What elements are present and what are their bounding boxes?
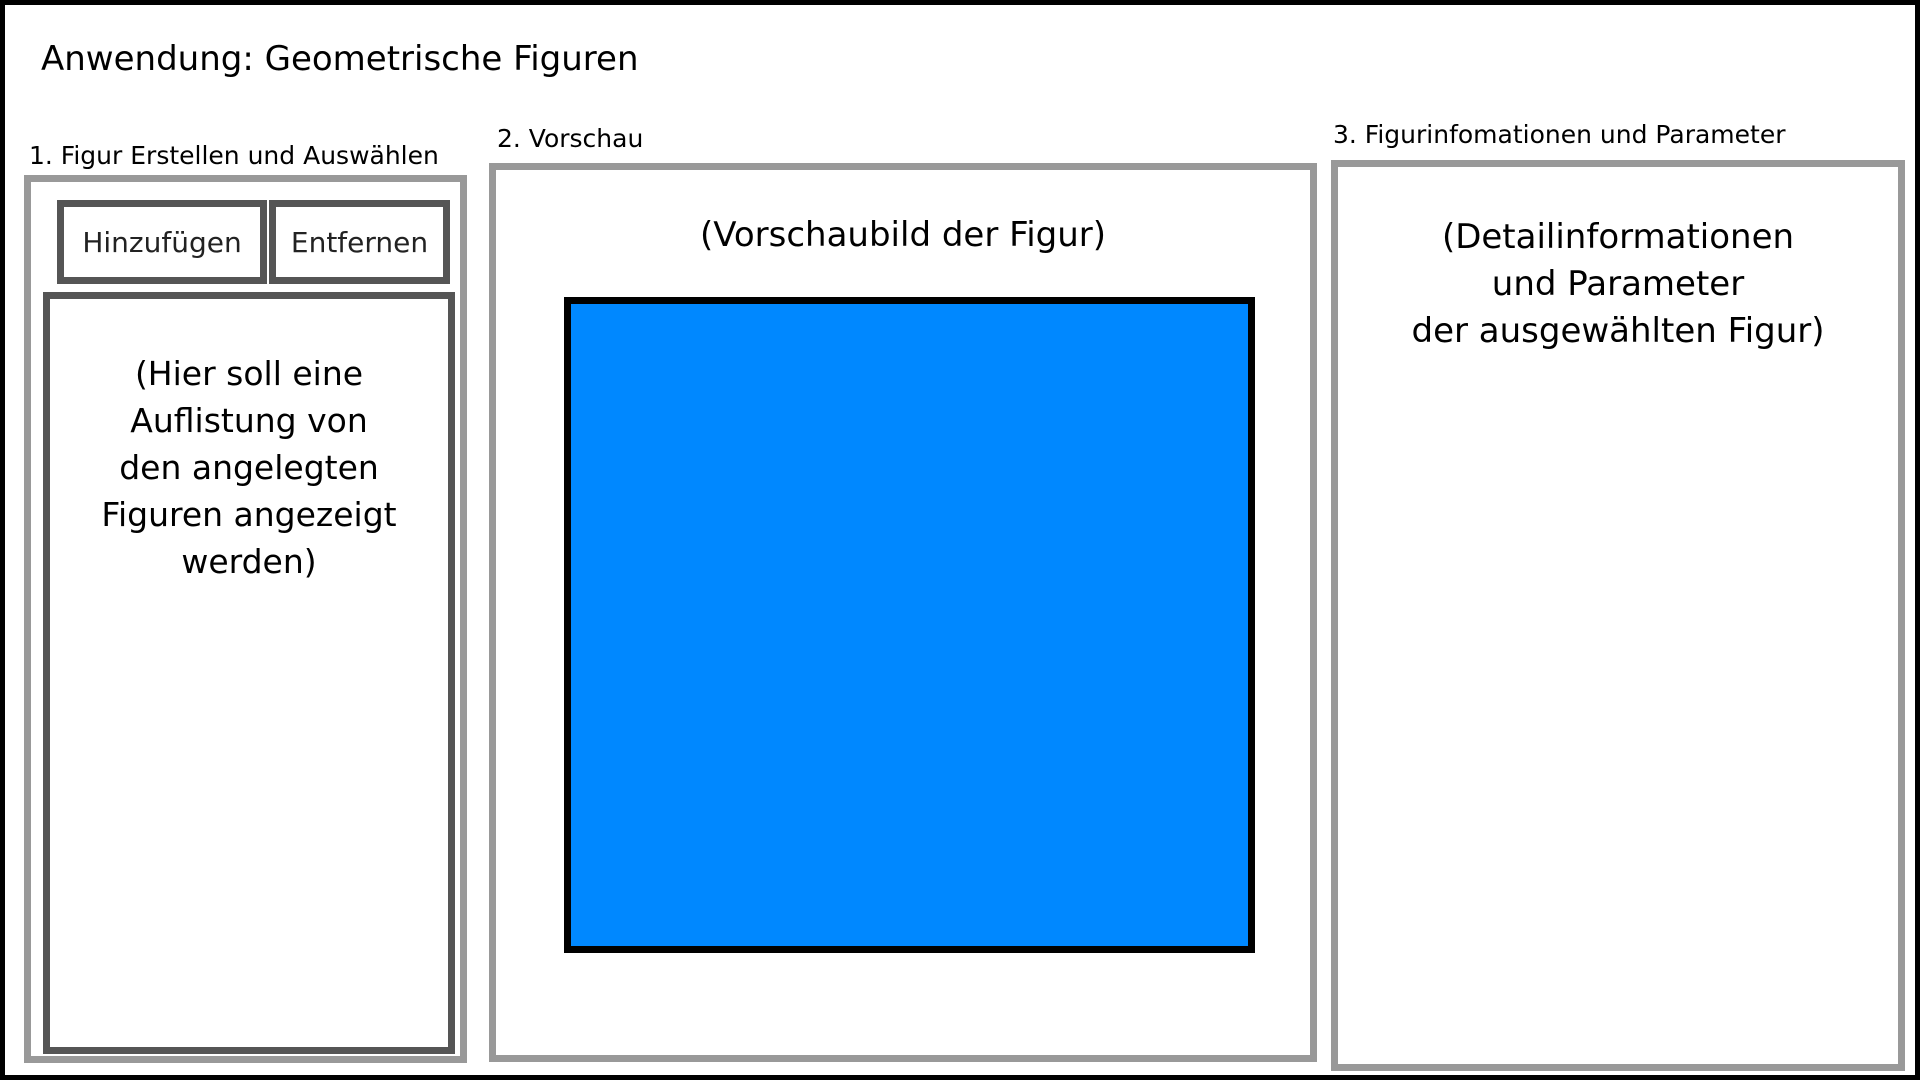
section-label-details: 3. Figurinfomationen und Parameter bbox=[1333, 120, 1786, 149]
figure-list[interactable]: (Hier soll eine Auflistung von den angel… bbox=[43, 292, 455, 1054]
section-label-preview: 2. Vorschau bbox=[497, 124, 644, 153]
figure-list-placeholder: (Hier soll eine Auflistung von den angel… bbox=[101, 354, 397, 581]
remove-figure-button[interactable]: Entfernen bbox=[269, 200, 450, 284]
section-label-create-select: 1. Figur Erstellen und Auswählen bbox=[29, 141, 439, 170]
app-title: Anwendung: Geometrische Figuren bbox=[41, 39, 639, 79]
details-panel: (Detailinformationen und Parameter der a… bbox=[1331, 160, 1905, 1071]
add-figure-button[interactable]: Hinzufügen bbox=[57, 200, 267, 284]
create-select-panel: Hinzufügen Entfernen (Hier soll eine Auf… bbox=[24, 175, 467, 1063]
preview-panel: (Vorschaubild der Figur) bbox=[489, 163, 1317, 1062]
details-placeholder: (Detailinformationen und Parameter der a… bbox=[1411, 217, 1825, 351]
preview-figure-rectangle bbox=[564, 297, 1255, 953]
preview-caption: (Vorschaubild der Figur) bbox=[699, 215, 1107, 255]
